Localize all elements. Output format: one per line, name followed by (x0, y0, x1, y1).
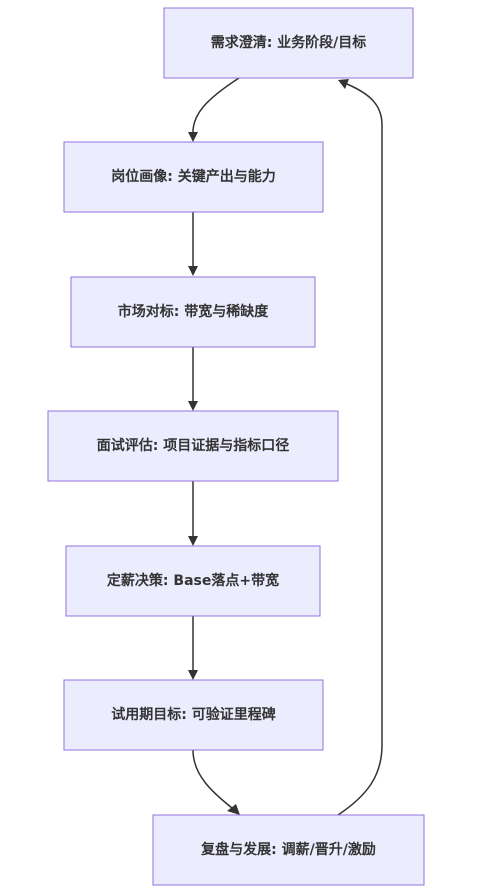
node-decide-label: 定薪决策: Base落点+带宽 (107, 572, 279, 589)
node-decide[interactable]: 定薪决策: Base落点+带宽 (65, 545, 321, 617)
node-profile-label: 岗位画像: 关键产出与能力 (111, 168, 275, 185)
arrowhead-decide (188, 536, 198, 546)
node-interview[interactable]: 面试评估: 项目证据与指标口径 (47, 410, 339, 482)
arrowhead-probation (188, 670, 198, 680)
arrowhead-review (227, 804, 240, 815)
edge-review-to-clarify (337, 83, 383, 816)
arrowhead-profile (188, 132, 198, 142)
node-probation[interactable]: 试用期目标: 可验证里程碑 (63, 679, 324, 751)
node-profile[interactable]: 岗位画像: 关键产出与能力 (63, 141, 324, 213)
node-benchmark[interactable]: 市场对标: 带宽与稀缺度 (70, 276, 316, 348)
edge-clarify-to-profile (192, 77, 240, 133)
arrowhead-interview (188, 401, 198, 411)
edge-probation-to-review (192, 749, 233, 809)
arrowhead-benchmark (188, 266, 198, 276)
node-clarify-label: 需求澄清: 业务阶段/目标 (211, 34, 367, 51)
node-interview-label: 面试评估: 项目证据与指标口径 (97, 437, 289, 454)
node-probation-label: 试用期目标: 可验证里程碑 (111, 706, 275, 723)
edges (188, 77, 383, 816)
node-clarify[interactable]: 需求澄清: 业务阶段/目标 (163, 7, 414, 79)
node-benchmark-label: 市场对标: 带宽与稀缺度 (118, 303, 269, 320)
node-review-label: 复盘与发展: 调薪/晋升/激励 (200, 841, 376, 858)
arrowhead-clarify (338, 79, 349, 89)
node-review[interactable]: 复盘与发展: 调薪/晋升/激励 (152, 814, 425, 886)
